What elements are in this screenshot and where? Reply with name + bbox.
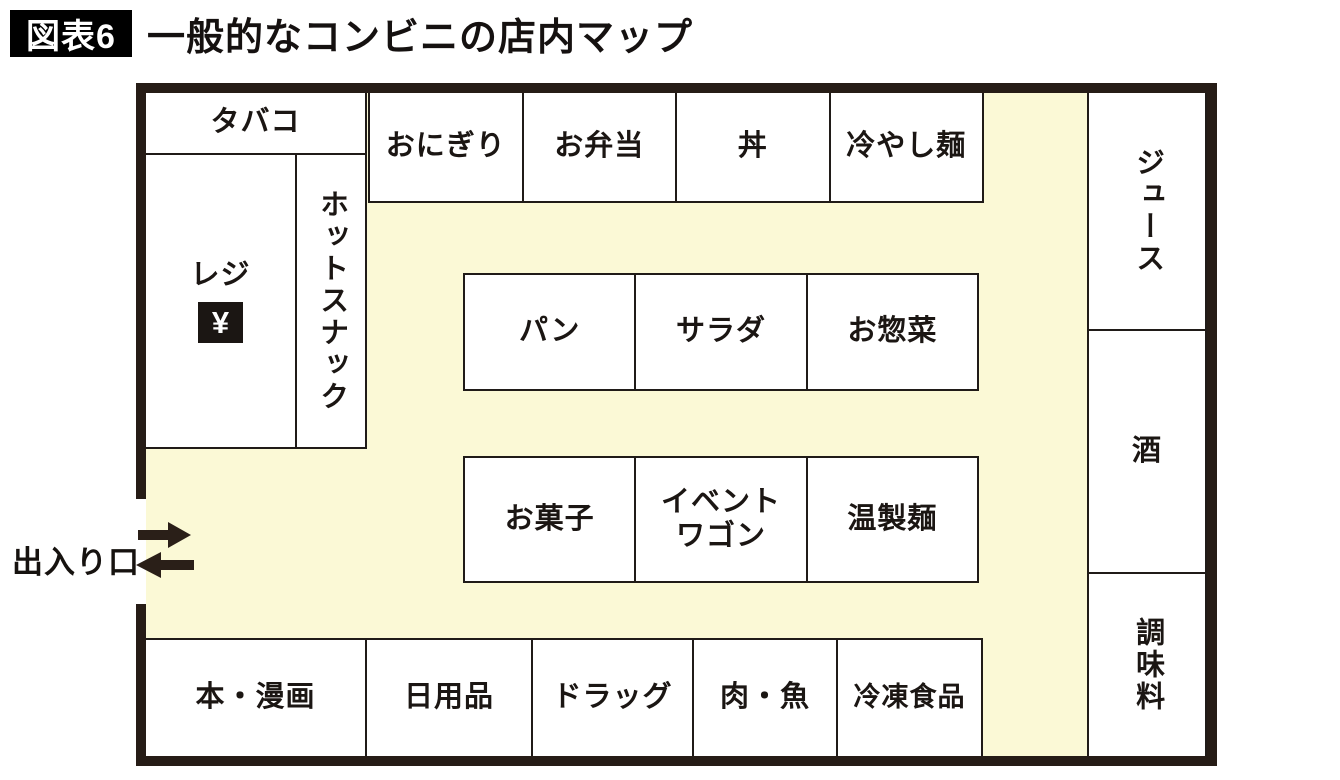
shelf-donburi-label: 丼 xyxy=(737,130,768,163)
shelf-event-wagon-label: イベント ワゴン xyxy=(660,486,781,552)
shelf-warm-noodles: 温製麺 xyxy=(805,458,977,581)
shelf-drug-label: ドラッグ xyxy=(552,681,673,714)
shelf-juice: ジュース xyxy=(1089,93,1205,329)
figure-title: 一般的なコンビニの店内マップ xyxy=(147,17,694,59)
shelf-books-manga-label: 本・漫画 xyxy=(195,681,316,714)
shelf-donburi: 丼 xyxy=(675,93,829,201)
shelf-onigiri: おにぎり xyxy=(370,93,522,201)
shelf-side-dishes-label: お惣菜 xyxy=(847,315,938,348)
shelf-meat-fish-label: 肉・魚 xyxy=(719,681,810,714)
shelf-hot-snack-label: ホットスナック xyxy=(315,189,348,413)
shelf-salad: サラダ xyxy=(634,275,806,389)
shelf-salad-label: サラダ xyxy=(675,315,766,348)
shelf-seasoning: 調味料 xyxy=(1089,572,1205,756)
shelf-meat-fish: 肉・魚 xyxy=(692,640,836,756)
island-shelf-1: パン サラダ お惣菜 xyxy=(463,273,979,391)
yen-icon: ¥ xyxy=(198,302,243,344)
shelf-snacks-label: お菓子 xyxy=(504,502,595,535)
figure-number-badge: 図表6 xyxy=(10,10,132,57)
entrance-label: 出入り口 xyxy=(12,545,140,580)
shelf-daily-goods: 日用品 xyxy=(365,640,531,756)
right-shelf-column: ジュース 酒 調味料 xyxy=(1087,93,1207,756)
arrow-left-icon xyxy=(136,552,194,578)
island-shelf-2: お菓子 イベント ワゴン 温製麺 xyxy=(463,456,979,583)
shelf-snacks: お菓子 xyxy=(465,458,635,581)
shelf-books-manga: 本・漫画 xyxy=(146,640,365,756)
shelf-register-label: レジ xyxy=(190,258,251,291)
top-shelf-strip: おにぎり お弁当 丼 冷やし麺 xyxy=(368,93,984,203)
shelf-bread: パン xyxy=(465,275,635,389)
arrow-right-icon xyxy=(138,522,191,548)
shelf-daily-goods-label: 日用品 xyxy=(403,681,494,714)
store-map: タバコ レジ ¥ ホットスナック おにぎり お弁当 丼 冷やし麺 ジュース xyxy=(136,83,1217,766)
shelf-tobacco-label: タバコ xyxy=(210,106,301,139)
shelf-juice-label: ジュース xyxy=(1131,147,1164,275)
bottom-shelf-strip: 本・漫画 日用品 ドラッグ 肉・魚 冷凍食品 xyxy=(146,638,983,756)
figure-header: 図表6 一般的なコンビニの店内マップ xyxy=(10,6,693,61)
shelf-frozen-food: 冷凍食品 xyxy=(836,640,981,756)
shelf-side-dishes: お惣菜 xyxy=(805,275,977,389)
shelf-bento: お弁当 xyxy=(521,93,675,201)
entrance-opening xyxy=(136,499,146,604)
shelf-warm-noodles-label: 温製麺 xyxy=(847,502,938,535)
shelf-frozen-food-label: 冷凍食品 xyxy=(853,682,966,713)
shelf-bread-label: パン xyxy=(518,315,581,348)
shelf-event-wagon: イベント ワゴン xyxy=(634,458,806,581)
shelf-drug: ドラッグ xyxy=(531,640,692,756)
register-area-group: タバコ レジ ¥ ホットスナック xyxy=(146,93,367,449)
shelf-register: レジ ¥ xyxy=(146,155,295,447)
shelf-sake-label: 酒 xyxy=(1131,434,1162,467)
shelf-cold-noodles: 冷やし麺 xyxy=(828,93,982,201)
shelf-seasoning-label: 調味料 xyxy=(1131,617,1164,713)
shelf-onigiri-label: おにぎり xyxy=(385,130,506,163)
shelf-cold-noodles-label: 冷やし麺 xyxy=(846,130,967,163)
shelf-bento-label: お弁当 xyxy=(554,130,645,163)
shelf-sake: 酒 xyxy=(1089,329,1205,572)
shelf-hot-snack: ホットスナック xyxy=(295,155,365,447)
register-row: レジ ¥ ホットスナック xyxy=(146,155,365,447)
shelf-tobacco: タバコ xyxy=(146,93,365,155)
